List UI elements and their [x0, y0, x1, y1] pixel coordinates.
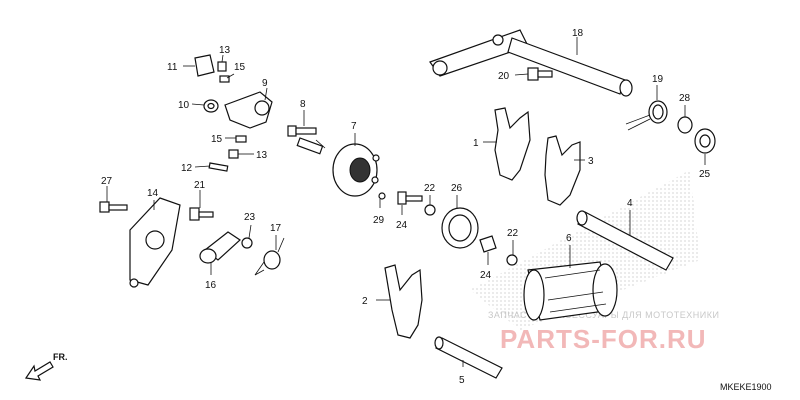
label-4: 4	[627, 198, 633, 209]
label-21: 21	[194, 180, 206, 191]
part-collar-13-lower	[228, 149, 239, 159]
direction-arrow: FR.	[24, 352, 68, 381]
arrow-left-icon	[24, 361, 54, 381]
part-cap-11	[194, 54, 215, 77]
label-26: 26	[451, 183, 463, 194]
label-3: 3	[588, 156, 594, 167]
leader-lines	[106, 37, 706, 367]
part-washer-25	[694, 128, 716, 154]
label-15-upper: 15	[234, 62, 246, 73]
part-fork-shaft-4	[576, 210, 674, 271]
label-25: 25	[699, 169, 711, 180]
label-20: 20	[498, 71, 510, 82]
label-28: 28	[679, 93, 691, 104]
label-18: 18	[572, 28, 584, 39]
part-bolt-22-upper	[397, 191, 436, 216]
part-stopper-arm-9	[224, 91, 273, 129]
label-15-lower: 15	[211, 134, 223, 145]
part-pin-12	[208, 162, 229, 172]
part-washer-23	[241, 237, 253, 249]
part-washer-10	[203, 99, 219, 113]
label-13-upper: 13	[219, 45, 231, 56]
label-11: 11	[167, 62, 178, 73]
part-spring-15-upper	[219, 75, 230, 83]
part-spring-17	[254, 237, 285, 276]
label-14: 14	[147, 188, 159, 199]
part-circlip-28	[677, 116, 693, 134]
label-1: 1	[473, 138, 479, 149]
label-9: 9	[262, 78, 268, 89]
part-bolt-20	[527, 67, 553, 81]
watermark-line2: PARTS-FOR.RU	[500, 324, 707, 354]
label-17: 17	[270, 223, 282, 234]
diagram-code: MKEKE1900	[720, 382, 772, 392]
part-bolt-21	[189, 207, 214, 221]
label-24-upper: 24	[396, 220, 408, 231]
part-shift-drum-6	[523, 261, 618, 321]
label-27: 27	[101, 176, 113, 187]
label-13-lower: 13	[256, 150, 268, 161]
part-bolt-27	[99, 201, 128, 213]
part-plate-14	[129, 197, 181, 288]
part-pin-29	[378, 192, 386, 200]
part-stopper-24-lower	[479, 235, 518, 266]
part-spring-15-lower	[235, 135, 247, 143]
part-drum-center-7	[332, 143, 380, 197]
label-7: 7	[351, 121, 357, 132]
part-labels: 1 2 3 4 5 6 7 8 9 10 11 12 13 13 14 15 1…	[101, 28, 711, 386]
label-10: 10	[178, 100, 190, 111]
label-2: 2	[362, 296, 368, 307]
label-6: 6	[566, 233, 572, 244]
label-8: 8	[300, 99, 306, 110]
part-fork-shaft-5	[434, 336, 503, 379]
label-12: 12	[181, 163, 193, 174]
part-shift-fork-1	[494, 107, 531, 181]
part-collar-13-upper	[217, 61, 227, 72]
part-shift-fork-2	[384, 264, 423, 339]
label-16: 16	[205, 280, 217, 291]
label-29: 29	[373, 215, 385, 226]
label-19: 19	[652, 74, 664, 85]
part-link-16	[199, 231, 241, 264]
direction-label: FR.	[53, 352, 68, 362]
part-shift-spindle	[429, 29, 633, 97]
part-shift-fork-3	[544, 135, 581, 206]
part-bearing-26	[441, 207, 479, 249]
part-spring-19	[625, 100, 668, 131]
part-bolt-8	[287, 125, 326, 155]
label-22-lower: 22	[507, 228, 519, 239]
label-24-lower: 24	[480, 270, 492, 281]
label-22-upper: 22	[424, 183, 436, 194]
label-23: 23	[244, 212, 256, 223]
label-5: 5	[459, 375, 465, 386]
